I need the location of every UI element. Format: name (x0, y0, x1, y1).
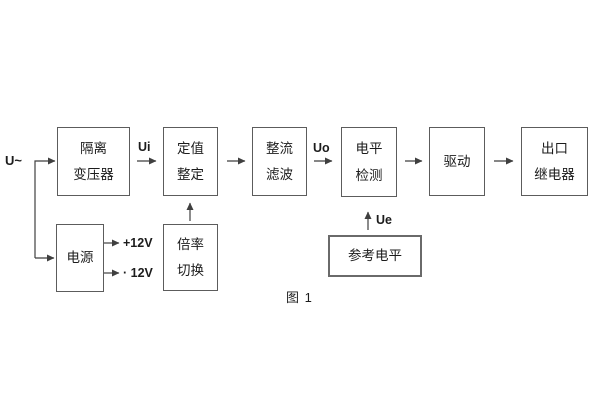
label-input-voltage: U~ (5, 153, 22, 168)
label-ui: Ui (138, 140, 151, 154)
figure-caption: 图 1 (286, 290, 313, 305)
label-ue: Ue (376, 213, 392, 227)
block-isolation-transformer: 隔离 变压器 (57, 127, 130, 196)
block-setting-line1: 定值 (177, 140, 204, 156)
block-rectifier-filter: 整流 滤波 (252, 127, 307, 196)
block-level-detection-line1: 电平 (355, 141, 383, 156)
block-multiplier-switch-line1: 倍率 (177, 236, 204, 252)
block-drive: 驱动 (429, 127, 485, 196)
block-reference-level: 参考电平 (328, 235, 422, 277)
block-rectifier-filter-line1: 整流 (266, 140, 293, 156)
block-multiplier-switch-line2: 切换 (177, 263, 204, 278)
block-level-detection: 电平 检测 (341, 127, 397, 197)
label-uo: Uo (313, 141, 330, 155)
block-power-supply-label: 电源 (66, 250, 94, 266)
block-setting-line2: 整定 (177, 167, 204, 182)
block-isolation-transformer-line1: 隔离 (80, 140, 107, 156)
block-level-detection-line2: 检测 (355, 167, 383, 183)
block-drive-label: 驱动 (443, 153, 471, 169)
block-rectifier-filter-line2: 滤波 (266, 167, 293, 182)
block-power-supply: 电源 (56, 224, 104, 292)
block-output-relay-line1: 出口 (541, 140, 568, 156)
block-multiplier-switch: 倍率 切换 (163, 224, 218, 291)
arrow-input-to-transformer (34, 157, 56, 258)
block-output-relay-line2: 继电器 (534, 167, 575, 182)
label-minus-12v: · 12V (123, 266, 153, 280)
block-output-relay: 出口 继电器 (521, 127, 588, 196)
block-reference-level-label: 参考电平 (348, 248, 402, 264)
block-setting: 定值 整定 (163, 127, 218, 196)
block-isolation-transformer-line2: 变压器 (73, 167, 114, 182)
label-plus-12v: +12V (123, 236, 153, 250)
